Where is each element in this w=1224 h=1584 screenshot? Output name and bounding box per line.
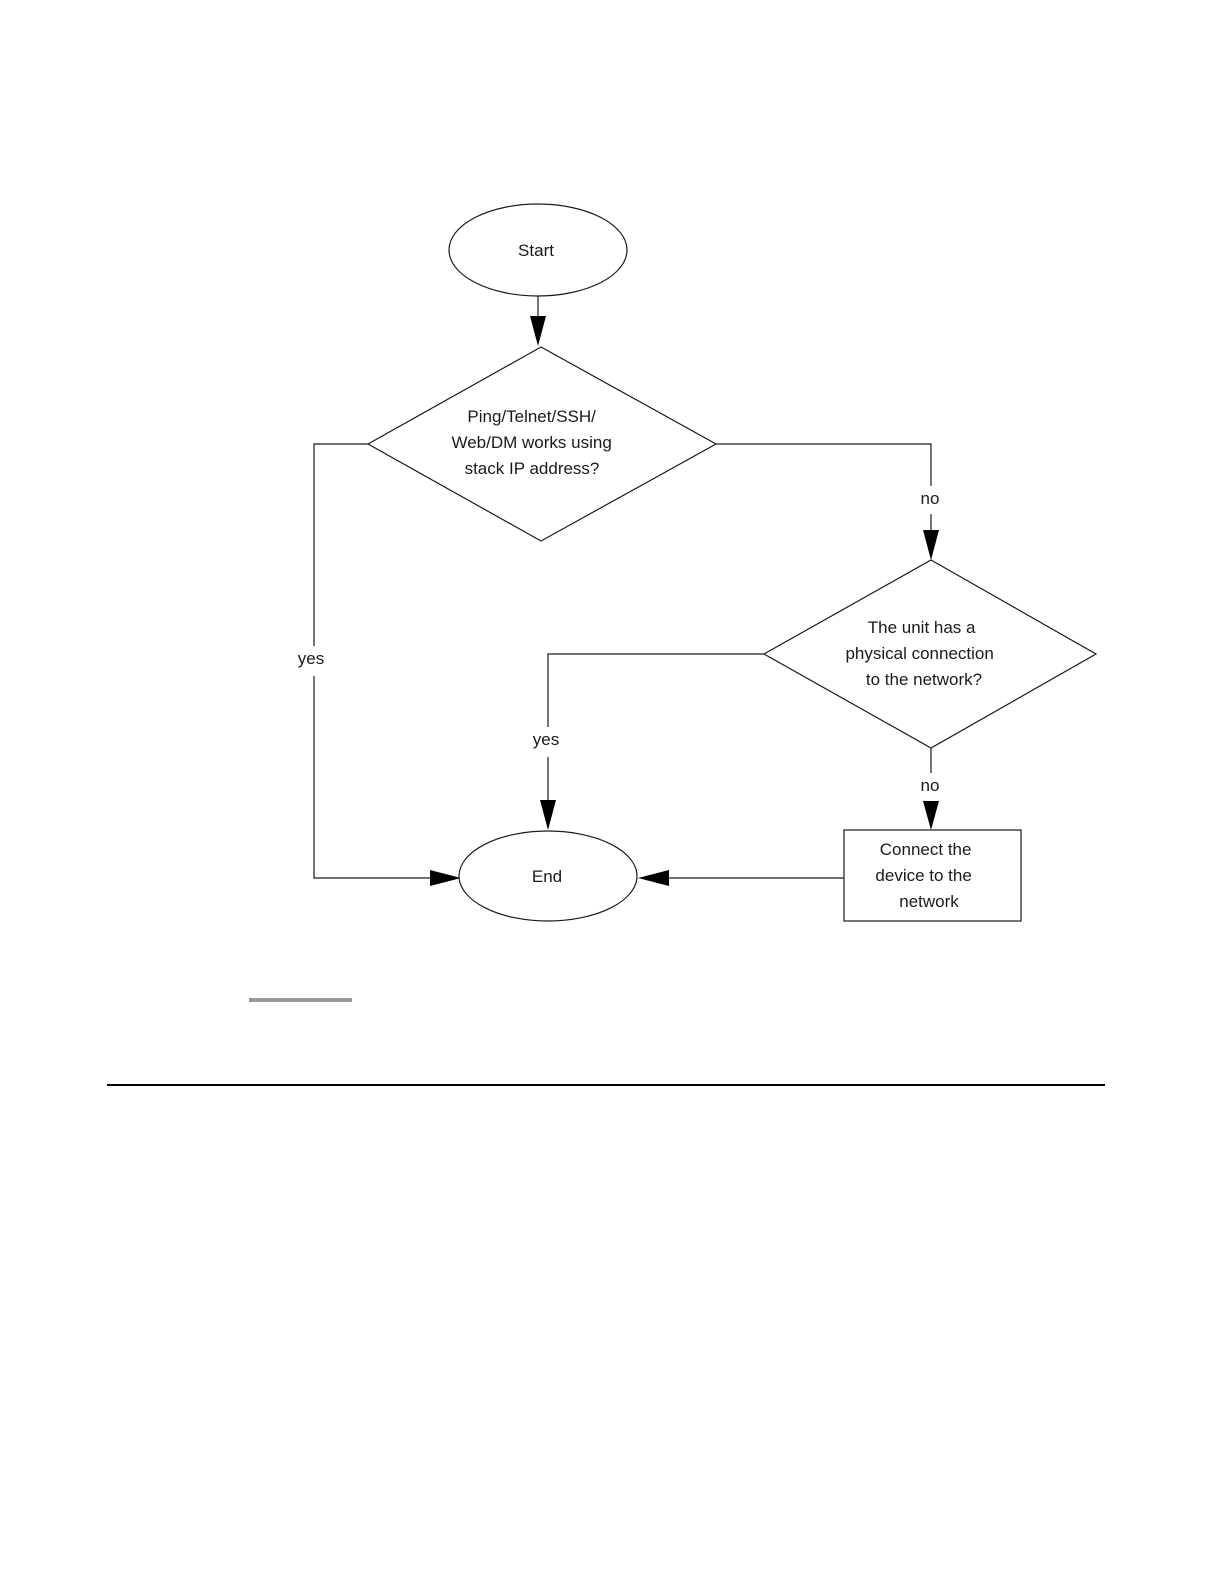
connector-physical-yes <box>548 654 764 805</box>
decision-physical-line-1: The unit has a <box>868 618 976 637</box>
decision-physical-line-3: to the network? <box>866 670 982 689</box>
arrowhead-right-to-end <box>638 870 669 886</box>
arrowhead-to-connect-box <box>923 801 939 830</box>
edge-label-physical-no: no <box>921 776 940 795</box>
action-connect-line-1: Connect the <box>880 840 972 859</box>
arrowhead-left-to-end <box>430 870 461 886</box>
footnote-rule <box>249 998 352 1002</box>
page-divider <box>107 1084 1105 1086</box>
edge-label-ping-no: no <box>921 489 940 508</box>
arrowhead-to-physical-decision <box>923 530 939 560</box>
decision-physical-label: The unit has a physical connection to th… <box>845 618 998 689</box>
start-label: Start <box>518 241 554 260</box>
end-label: End <box>532 867 562 886</box>
edge-label-ping-yes: yes <box>298 649 324 668</box>
arrowhead-to-ping-decision <box>530 316 546 346</box>
decision-ping-line-1: Ping/Telnet/SSH/ <box>467 407 596 426</box>
decision-physical-line-2: physical connection <box>845 644 993 663</box>
action-connect-line-2: device to the <box>875 866 971 885</box>
decision-ping-label: Ping/Telnet/SSH/ Web/DM works using stac… <box>451 407 616 478</box>
connector-ping-no <box>716 444 931 535</box>
decision-ping-line-3: stack IP address? <box>465 459 600 478</box>
edge-label-physical-yes: yes <box>533 730 559 749</box>
arrowhead-yes-to-end <box>540 800 556 830</box>
action-connect-line-3: network <box>899 892 959 911</box>
connectors <box>314 296 931 878</box>
decision-ping-line-2: Web/DM works using <box>451 433 611 452</box>
